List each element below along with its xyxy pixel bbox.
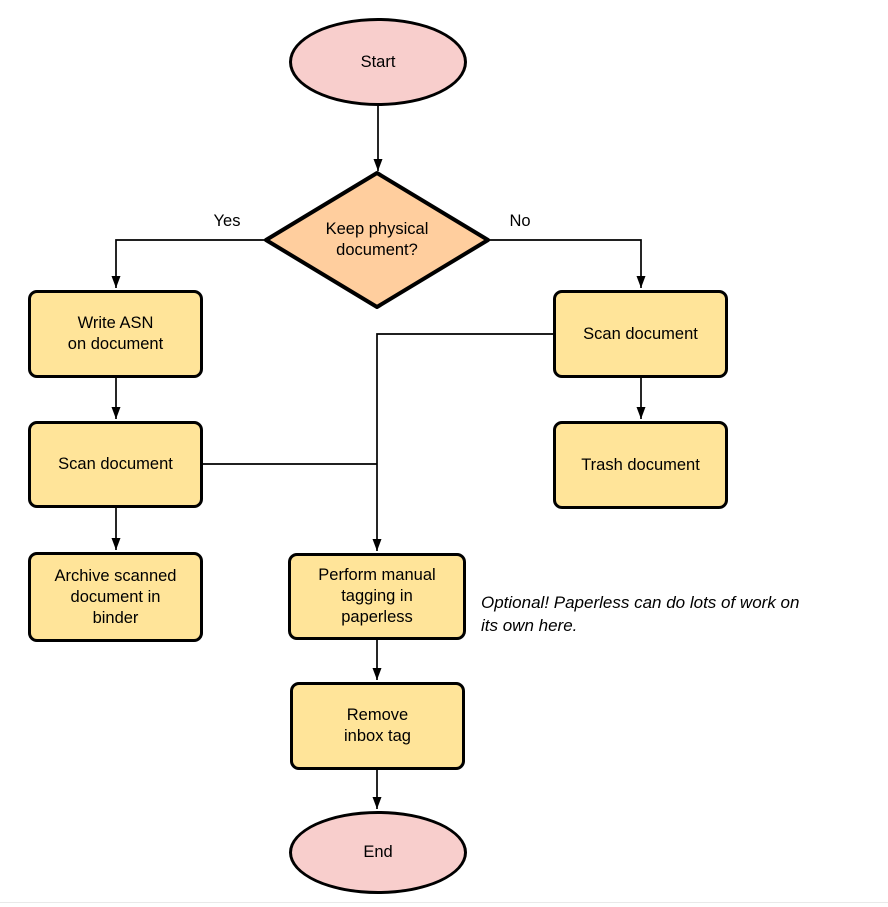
node-start: Start [289,18,467,106]
node-manual-tagging-label: Perform manual tagging in paperless [318,566,436,626]
canvas-bottom-edge [0,902,888,903]
node-archive-in-binder: Archive scanned document in binder [28,552,203,642]
edge-label-yes: Yes [213,212,241,230]
node-remove-inbox-tag: Remove inbox tag [290,682,465,770]
node-scan-document-right-label: Scan document [583,324,698,343]
node-scan-document-left-label: Scan document [58,455,173,473]
edge-scan-right-to-tagging [372,333,553,551]
node-write-asn-label: Write ASN on document [67,314,164,353]
node-manual-tagging: Perform manual tagging in paperless [288,553,466,640]
decision-diamond-shape [264,171,490,309]
edge-decision-no-to-scan-right [488,239,646,288]
edge-label-no: No [509,212,531,230]
node-scan-document-right: Scan document [553,290,728,378]
node-end: End [289,811,467,894]
node-decision: Keep physical document? [287,217,467,263]
node-trash-document: Trash document [553,421,728,509]
optional-note: Optional! Paperless can do lots of work … [481,593,800,635]
node-start-label: Start [360,52,396,71]
node-trash-document-label: Trash document [581,455,700,474]
edge-decision-yes-to-write-asn [111,239,266,288]
node-remove-inbox-tag-label: Remove inbox tag [344,706,411,745]
node-archive-in-binder-label: Archive scanned document in binder [54,566,177,627]
node-scan-document-left: Scan document [28,421,203,508]
node-end-label: End [363,843,393,861]
node-write-asn: Write ASN on document [28,290,203,378]
node-decision-label: Keep physical document? [325,220,429,259]
